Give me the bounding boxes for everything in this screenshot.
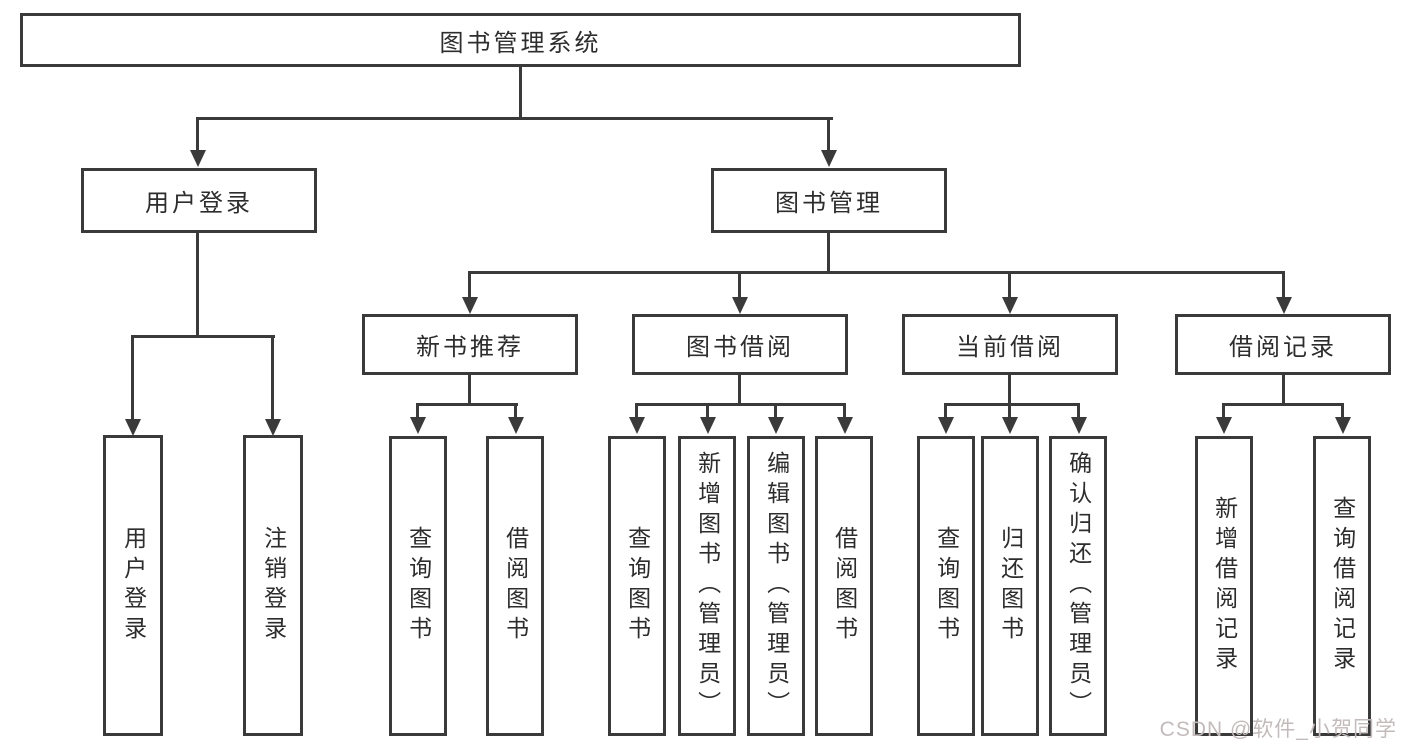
leaf-borrow-books: 借阅图书 <box>486 436 544 736</box>
arrow-leaf <box>628 403 645 434</box>
connector-user-login-rail <box>131 335 275 338</box>
node-label: 借阅记录 <box>1229 334 1337 361</box>
leaf-query-borrow-record: 查询借阅记录 <box>1313 436 1371 736</box>
arrow-leaf <box>699 403 716 434</box>
leaf-label: 借阅图书 <box>502 526 529 646</box>
arrow-leaf <box>767 403 784 434</box>
node-library-management-system: 图书管理系统 <box>20 13 1021 67</box>
node-book-borrow: 图书借阅 <box>632 314 848 375</box>
leaf-label: 查询图书 <box>624 526 651 646</box>
node-label: 新书推荐 <box>416 334 524 361</box>
connector-new-book-rail <box>416 403 518 406</box>
node-current-borrow: 当前借阅 <box>902 314 1118 375</box>
node-book-management: 图书管理 <box>711 168 947 233</box>
connector-new-book-stem <box>468 375 471 406</box>
connector-borrow-records-stem <box>1282 375 1285 406</box>
leaf-label: 新增图书（管理员） <box>694 451 721 721</box>
arrow-leaf <box>836 403 853 434</box>
arrow-to-leaf-logout <box>264 335 281 436</box>
connector-book-borrow-rail <box>635 403 845 406</box>
arrow-to-borrow-records <box>1275 271 1292 314</box>
leaf-query-books: 查询图书 <box>917 436 975 736</box>
arrow-to-book-management <box>820 119 837 167</box>
leaf-label: 查询借阅记录 <box>1329 496 1356 676</box>
leaf-return-books: 归还图书 <box>981 436 1039 736</box>
connector-borrow-records-rail <box>1222 403 1344 406</box>
leaf-borrow-books: 借阅图书 <box>815 436 873 736</box>
arrow-to-user-login <box>189 119 206 167</box>
leaf-label: 新增借阅记录 <box>1211 496 1238 676</box>
arrow-to-current-borrow <box>1001 271 1018 314</box>
node-label: 图书管理系统 <box>439 29 602 57</box>
leaf-label: 用户登录 <box>120 525 147 646</box>
connector-book-management-stem <box>827 233 830 274</box>
arrow-leaf <box>1070 403 1087 434</box>
arrow-leaf <box>409 403 426 434</box>
leaf-confirm-return-admin: 确认归还（管理员） <box>1049 436 1107 736</box>
node-new-book-recommend: 新书推荐 <box>362 314 578 375</box>
leaf-logout: 注销登录 <box>243 435 303 736</box>
node-user-login: 用户登录 <box>81 168 317 233</box>
leaf-label: 归还图书 <box>997 526 1024 646</box>
leaf-add-books-admin: 新增图书（管理员） <box>678 436 736 736</box>
leaf-user-login: 用户登录 <box>103 435 163 736</box>
leaf-add-borrow-record: 新增借阅记录 <box>1195 436 1253 736</box>
arrow-leaf <box>1001 403 1018 434</box>
node-borrow-records: 借阅记录 <box>1175 314 1391 375</box>
leaf-label: 查询图书 <box>405 526 432 646</box>
arrow-to-book-borrow <box>731 271 748 314</box>
arrow-to-new-book-recommend <box>461 271 478 314</box>
leaf-label: 确认归还（管理员） <box>1065 451 1092 721</box>
connector-level2-rail <box>196 117 833 120</box>
leaf-label: 编辑图书（管理员） <box>763 451 790 721</box>
leaf-query-books: 查询图书 <box>389 436 447 736</box>
arrow-leaf <box>507 403 524 434</box>
arrow-to-leaf-user-login <box>124 335 141 436</box>
connector-root-stem <box>519 67 522 119</box>
leaf-query-books: 查询图书 <box>608 436 666 736</box>
node-label: 图书借阅 <box>686 334 794 361</box>
node-label: 当前借阅 <box>956 334 1064 361</box>
arrow-leaf <box>937 403 954 434</box>
arrow-leaf <box>1215 403 1232 434</box>
arrow-leaf <box>1334 403 1351 434</box>
leaf-label: 查询图书 <box>933 526 960 646</box>
node-label: 用户登录 <box>145 190 253 217</box>
leaf-edit-books-admin: 编辑图书（管理员） <box>747 436 805 736</box>
leaf-label: 注销登录 <box>260 525 287 646</box>
connector-user-login-stem <box>196 233 199 338</box>
connector-current-borrow-rail <box>944 403 1080 406</box>
leaf-label: 借阅图书 <box>831 526 858 646</box>
csdn-watermark: CSDN @软件_小贺同学 <box>1159 718 1397 741</box>
node-label: 图书管理 <box>775 190 883 217</box>
connector-current-borrow-stem <box>1008 375 1011 406</box>
connector-book-borrow-stem <box>738 375 741 406</box>
connector-level3-rail <box>468 271 1285 274</box>
